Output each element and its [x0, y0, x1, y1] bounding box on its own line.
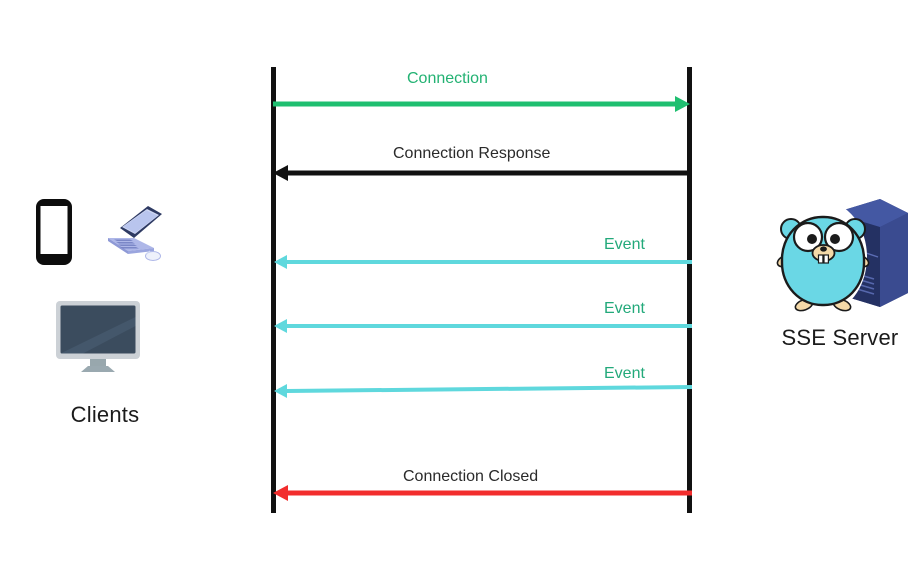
message-arrow-event-1 [274, 255, 692, 269]
message-arrow-connection [273, 96, 690, 112]
message-label-event-1: Event [604, 236, 645, 253]
actor-clients: Clients [20, 190, 190, 440]
laptop-icon [108, 206, 162, 261]
message-arrow-connection-response [273, 165, 692, 181]
desktop-monitor-icon [56, 301, 140, 372]
message-arrow-event-3 [274, 384, 693, 398]
server-tower-icon [776, 199, 908, 313]
actor-clients-label: Clients [70, 402, 140, 427]
message-label-connection-response: Connection Response [393, 145, 551, 162]
message-arrow-connection-closed [273, 485, 692, 501]
actor-sse-server: SSE Server [760, 185, 918, 355]
actor-sse-server-label: SSE Server [781, 325, 899, 350]
lifeline-sse-server [687, 67, 692, 513]
message-arrow-event-2 [274, 319, 692, 333]
message-label-connection: Connection [407, 70, 488, 87]
message-label-connection-closed: Connection Closed [403, 468, 539, 485]
lifeline-clients [271, 67, 276, 513]
go-gopher-icon [776, 201, 870, 313]
smartphone-icon [36, 199, 72, 265]
message-label-event-2: Event [604, 300, 645, 317]
message-label-event-3: Event [604, 365, 645, 382]
